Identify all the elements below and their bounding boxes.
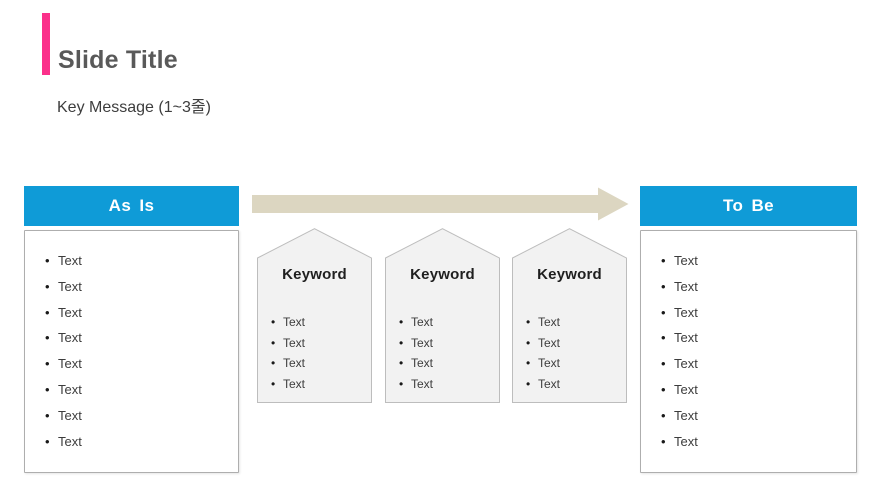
- keyword-title: Keyword: [537, 266, 602, 283]
- list-item: Text: [45, 248, 238, 274]
- page-title: Slide Title: [58, 46, 178, 74]
- list-item: Text: [661, 248, 856, 274]
- list-item: Text: [526, 312, 627, 333]
- accent-bar: [42, 13, 50, 75]
- list-item: Text: [661, 351, 856, 377]
- list-item: Text: [526, 333, 627, 354]
- keyword-title: Keyword: [410, 266, 475, 283]
- list-item: Text: [45, 325, 238, 351]
- arrow-right-shape: [252, 187, 629, 221]
- key-message: Key Message (1~3줄): [57, 99, 211, 116]
- list-item: Text: [45, 403, 238, 429]
- asis-list: Text Text Text Text Text Text Text Text: [25, 231, 238, 454]
- tobe-list: Text Text Text Text Text Text Text Text: [641, 231, 856, 454]
- tobe-body: Text Text Text Text Text Text Text Text: [640, 230, 857, 473]
- list-item: Text: [661, 274, 856, 300]
- tobe-header: To Be: [640, 186, 857, 226]
- list-item: Text: [399, 374, 500, 395]
- list-item: Text: [45, 351, 238, 377]
- keyword-list: Text Text Text Text: [257, 312, 372, 394]
- keyword-card: Keyword Text Text Text Text: [385, 228, 500, 403]
- list-item: Text: [271, 333, 372, 354]
- list-item: Text: [45, 377, 238, 403]
- keyword-list: Text Text Text Text: [512, 312, 627, 394]
- list-item: Text: [661, 325, 856, 351]
- list-item: Text: [526, 374, 627, 395]
- keyword-title: Keyword: [282, 266, 347, 283]
- keyword-card: Keyword Text Text Text Text: [512, 228, 627, 403]
- arrow-right-icon: [252, 187, 629, 221]
- tobe-panel: To Be Text Text Text Text Text Text Text…: [640, 186, 857, 473]
- list-item: Text: [271, 374, 372, 395]
- list-item: Text: [271, 312, 372, 333]
- list-item: Text: [661, 300, 856, 326]
- list-item: Text: [661, 429, 856, 455]
- list-item: Text: [526, 353, 627, 374]
- list-item: Text: [399, 353, 500, 374]
- list-item: Text: [399, 312, 500, 333]
- asis-header: As Is: [24, 186, 239, 226]
- list-item: Text: [45, 274, 238, 300]
- asis-panel: As Is Text Text Text Text Text Text Text…: [24, 186, 239, 473]
- list-item: Text: [271, 353, 372, 374]
- list-item: Text: [661, 377, 856, 403]
- list-item: Text: [45, 429, 238, 455]
- keyword-list: Text Text Text Text: [385, 312, 500, 394]
- asis-body: Text Text Text Text Text Text Text Text: [24, 230, 239, 473]
- list-item: Text: [661, 403, 856, 429]
- keyword-card: Keyword Text Text Text Text: [257, 228, 372, 403]
- list-item: Text: [399, 333, 500, 354]
- list-item: Text: [45, 300, 238, 326]
